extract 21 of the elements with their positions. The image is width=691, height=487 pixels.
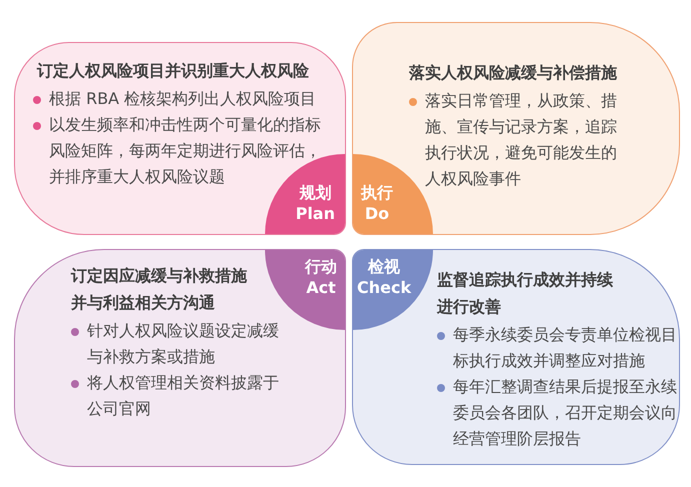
card-heading: 监督追踪执行成效并持续进行改善 (437, 269, 614, 318)
card-heading: 订定人权风险项目并识别重大人权风险 (37, 60, 310, 82)
bullet-text: 针对人权风险议题设定减缓与补救方案或措施 (87, 320, 280, 368)
badge-label: Do (364, 203, 390, 224)
quadrant-card (14, 42, 346, 235)
badge-label: Plan (296, 203, 335, 224)
badge-label: Act (306, 277, 336, 298)
bullet-text: 根据 RBA 检核架构列出人权风险项目 (49, 88, 318, 110)
badge-label: 执行 (361, 182, 393, 203)
badge-label: 行动 (305, 256, 337, 277)
card-heading: 订定因应减缓与补救措施并与利益相关方沟通 (71, 265, 248, 314)
quadrant-card (352, 22, 680, 235)
bullet-text: 将人权管理相关资料披露于公司官网 (87, 372, 280, 420)
bullet-text: 每年汇整调查结果后提报至永续委员会各团队，召开定期会议向经营管理阶层报告 (453, 376, 678, 450)
badge-label: Check (357, 277, 412, 298)
quadrant-card (14, 249, 346, 467)
badge-label: 检视 (368, 256, 400, 277)
card-heading: 落实人权风险减缓与补偿措施 (409, 62, 618, 84)
quadrant-card (352, 249, 680, 465)
bullet-text: 落实日常管理，从政策、措施、宣传与记录方案，追踪执行状况，避免可能发生的人权风险事件 (425, 90, 618, 190)
bullet-text: 每季永续委员会专责单位检视目标执行成效并调整应对措施 (453, 324, 678, 372)
